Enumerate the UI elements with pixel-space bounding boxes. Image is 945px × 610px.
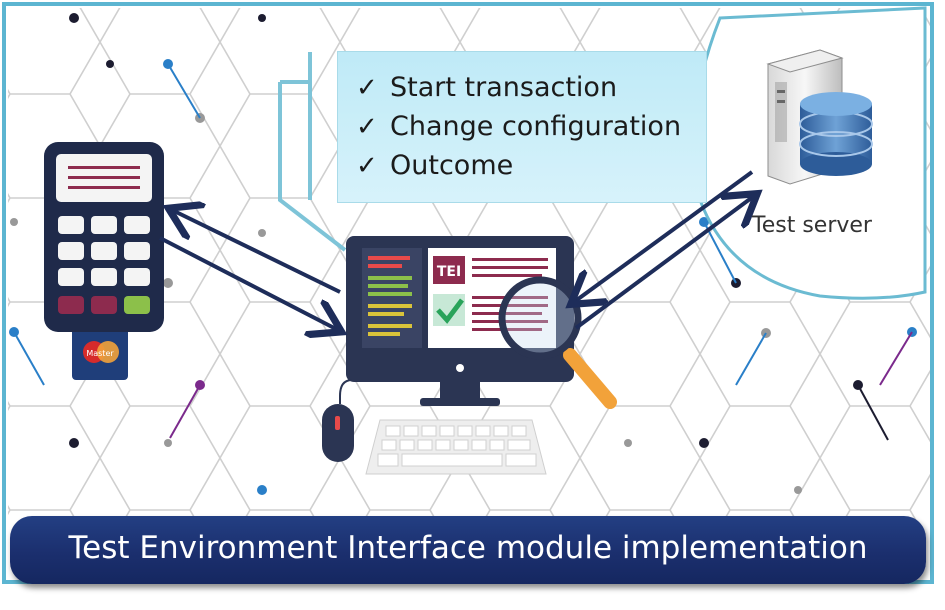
payment-terminal-icon: Master [44, 142, 164, 380]
tei-badge: TEI [437, 264, 461, 280]
network-highlight-lines [13, 63, 913, 441]
arrow-monitor-to-server [574, 196, 754, 330]
arrow-monitor-to-terminal [172, 210, 341, 294]
check-icon: ✓ [356, 72, 378, 103]
step-item: ✓ Start transaction [356, 72, 617, 103]
step-label: Outcome [390, 150, 514, 181]
magnifier-icon [498, 276, 617, 409]
check-icon: ✓ [356, 111, 378, 142]
callout-connector [278, 52, 347, 252]
step-item: ✓ Change configuration [356, 111, 681, 142]
svg-text:Master: Master [86, 349, 114, 358]
keyboard-icon [365, 419, 547, 475]
credit-card-icon: Master [72, 318, 128, 380]
banner-title: Test Environment Interface module implem… [68, 530, 868, 566]
arrow-terminal-to-monitor [159, 236, 338, 330]
steps-callout: ✓ Start transaction ✓ Change configurati… [338, 52, 706, 202]
server-label: Test server [752, 213, 872, 238]
step-label: Start transaction [390, 72, 618, 103]
connection-arrows [159, 170, 754, 330]
database-icon [799, 92, 873, 176]
checkmark-icon [436, 298, 464, 324]
check-icon: ✓ [356, 150, 378, 181]
title-banner: Test Environment Interface module implem… [10, 516, 926, 584]
mouse-icon [322, 379, 354, 462]
step-label: Change configuration [390, 111, 682, 142]
step-item: ✓ Outcome [356, 150, 513, 181]
